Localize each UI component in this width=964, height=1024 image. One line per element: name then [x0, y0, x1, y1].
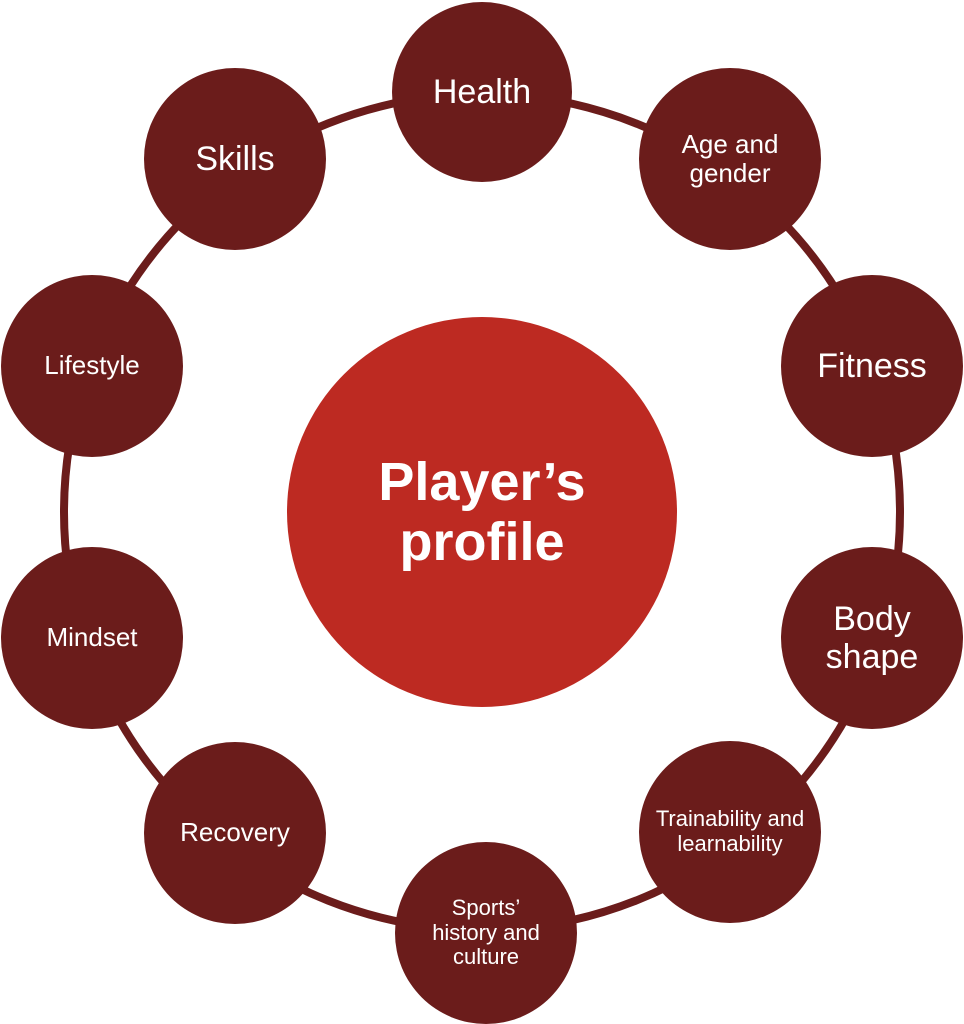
factor-label-body-shape: Body shape — [825, 599, 919, 676]
factor-label-sports-history-and-culture: Sports’ history and culture — [432, 895, 540, 970]
factor-label-trainability-and-learnability: Trainability and learnability — [655, 806, 805, 856]
factor-label-age-and-gender: Age and gender — [681, 128, 779, 188]
factor-label-mindset: Mindset — [46, 622, 138, 653]
factor-node-sports-history-and-culture: Sports’ history and culture — [395, 842, 577, 1024]
factor-node-mindset: Mindset — [1, 547, 183, 729]
factor-label-health: Health — [432, 72, 532, 111]
factor-node-lifestyle: Lifestyle — [1, 275, 183, 457]
factor-node-skills: Skills — [144, 68, 326, 250]
factor-label-recovery: Recovery — [180, 817, 290, 848]
factor-node-age-and-gender: Age and gender — [639, 68, 821, 250]
factor-node-trainability-and-learnability: Trainability and learnability — [639, 741, 821, 923]
center-node-players-profile: Player’s profile — [287, 317, 677, 707]
factor-label-fitness: Fitness — [817, 346, 927, 385]
factor-node-fitness: Fitness — [781, 275, 963, 457]
factor-label-skills: Skills — [195, 139, 275, 178]
factor-node-body-shape: Body shape — [781, 547, 963, 729]
factor-node-health: Health — [392, 2, 572, 182]
factor-label-lifestyle: Lifestyle — [44, 350, 140, 381]
center-label: Player’s profile — [378, 451, 586, 572]
factor-node-recovery: Recovery — [144, 742, 326, 924]
